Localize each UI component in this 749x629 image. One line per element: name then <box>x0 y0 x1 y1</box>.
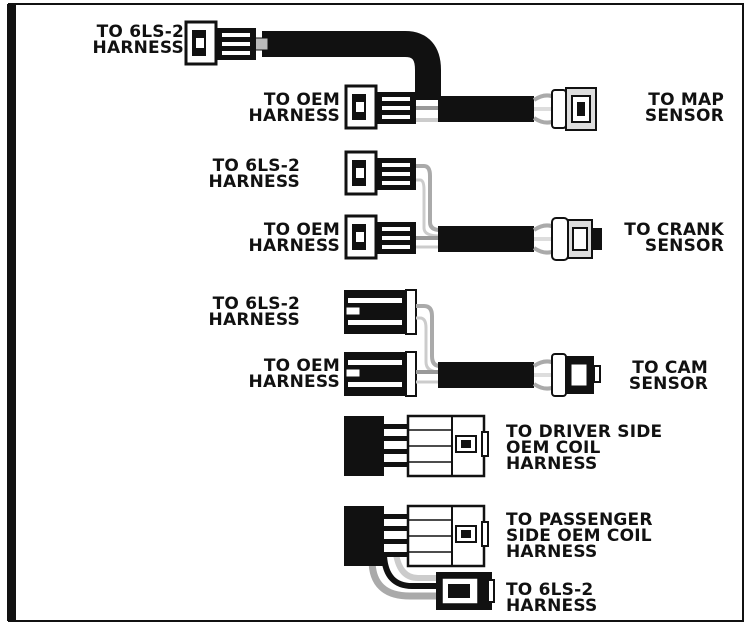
frame-left-bar <box>7 4 16 621</box>
crank-6ls2-connector <box>344 150 416 196</box>
coil-6ls2-connector <box>436 572 495 610</box>
cam-6ls2-connector <box>344 289 417 335</box>
cam-sensor-harness <box>344 289 601 397</box>
cam-sensor-connector <box>551 353 601 397</box>
crank-sensor-connector <box>551 217 602 261</box>
map-sensor-harness <box>184 20 597 131</box>
passenger-coil-harness <box>344 504 495 610</box>
crank-oem-connector <box>344 214 416 260</box>
crank-sensor-harness <box>344 150 602 261</box>
map-6ls2-connector <box>184 20 256 66</box>
map-sensor-connector <box>551 87 597 131</box>
map-oem-connector <box>344 84 416 130</box>
cam-oem-connector <box>344 351 417 397</box>
driver-coil-harness <box>344 414 489 478</box>
passenger-coil-connector <box>406 504 489 568</box>
driver-coil-connector <box>406 414 489 478</box>
